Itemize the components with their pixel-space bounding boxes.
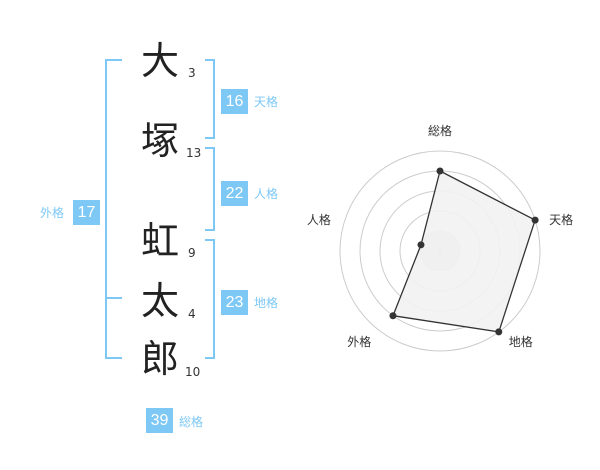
name-char-4: 太 [140, 279, 179, 323]
gaikaku-bracket [105, 59, 122, 359]
chikaku-label: 地格 [254, 296, 279, 310]
name-char-5: 郎 [140, 337, 179, 381]
radar-axis-label-5: 人格 [307, 212, 331, 227]
chikaku-bracket [205, 239, 215, 359]
radar-point-2 [531, 216, 539, 224]
radar-axis-label-3: 地格 [509, 334, 533, 349]
stroke-count-1: 3 [188, 66, 196, 80]
chikaku-value-badge: 23 [221, 290, 248, 315]
soukaku-label: 総格 [179, 415, 204, 429]
stroke-count-2: 13 [186, 146, 202, 160]
name-char-1: 大 [140, 39, 179, 83]
soukaku-value-badge: 39 [146, 408, 173, 433]
jinkaku-value-badge: 22 [221, 181, 248, 206]
jinkaku-bracket [205, 147, 215, 231]
stroke-count-4: 4 [188, 307, 196, 321]
radar-point-4 [389, 312, 397, 320]
radar-axis-label-2: 天格 [549, 212, 573, 227]
stroke-count-5: 10 [185, 365, 201, 379]
radar-point-1 [436, 167, 444, 175]
gaikaku-label: 外格 [40, 206, 65, 220]
radar-polygon [392, 170, 536, 333]
radar-point-3 [495, 328, 503, 336]
radar-points [389, 167, 539, 336]
tenkaku-label: 天格 [254, 95, 279, 109]
name-char-3: 虹 [140, 219, 179, 263]
radar-axis-label-1: 総格 [428, 123, 452, 138]
gaikaku-value-badge: 17 [73, 200, 100, 225]
tenkaku-value-badge: 16 [221, 89, 248, 114]
radar-ring-5 [339, 150, 541, 352]
radar-axis-label-4: 外格 [347, 334, 371, 349]
jinkaku-label: 人格 [254, 187, 279, 201]
radar-point-5 [417, 241, 425, 249]
tenkaku-bracket [205, 59, 215, 139]
stroke-count-3: 9 [188, 246, 196, 260]
name-char-2: 塚 [140, 119, 179, 163]
